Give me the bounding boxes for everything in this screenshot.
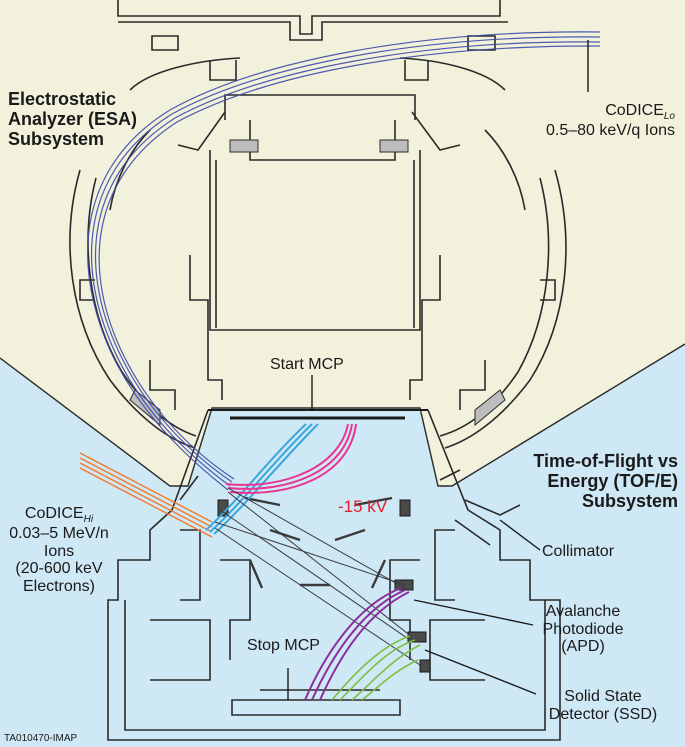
start-mcp-label: Start MCP [270, 356, 344, 373]
codice-lo-name: CoDICE [605, 102, 664, 119]
esa-region-background-upper [0, 0, 685, 486]
codice-hi-label: CoDICEHi 0.03–5 MeV/n Ions (20-600 keV E… [0, 505, 118, 596]
region-divider-line [0, 343, 685, 487]
codice-lo-subscript: Lo [663, 111, 675, 123]
ssd-label-line1: Solid State [564, 688, 642, 705]
tof-label-line1: Time-of-Flight vs [533, 451, 678, 471]
esa-subsystem-label: Electrostatic Analyzer (ESA) Subsystem [8, 89, 138, 149]
esa-ion-trajectories [87, 31, 601, 491]
esa-label-line3: Subsystem [8, 128, 105, 149]
stop-mcp-label: Stop MCP [247, 637, 320, 654]
tof-ion-paths [214, 487, 421, 666]
stop-electron-paths-green [331, 635, 421, 701]
esa-label-line1: Electrostatic [8, 89, 117, 109]
start-mcp-assembly [208, 375, 428, 420]
codice-hi-name: CoDICE [24, 505, 84, 522]
codice-lo-label: CoDICELo 0.5–80 keV/q Ions [515, 102, 675, 140]
codice-hi-subscript: Hi [83, 514, 94, 526]
codice-hi-electrons-line2: Electrons) [22, 577, 96, 595]
esa-label-line2: Analyzer (ESA) [8, 108, 138, 129]
codice-hi-ions: Ions [43, 542, 75, 560]
codice-hi-range: 0.03–5 MeV/n [9, 525, 109, 543]
collimator-label: Collimator [542, 543, 615, 560]
ssd-label-line2: Detector (SSD) [548, 705, 658, 723]
tof-subsystem-label: Time-of-Flight vs Energy (TOF/E) Subsyst… [500, 451, 678, 511]
voltage-label: -15 kV [338, 497, 388, 516]
apd-label-line2: Photodiode [542, 620, 624, 638]
apd-label-line3: (APD) [561, 638, 605, 656]
tof-housing [107, 409, 561, 741]
tof-electrode-dashes [244, 496, 393, 589]
apd-label-line1: Avalanche [545, 603, 621, 620]
apd-label: Avalanche Photodiode (APD) [528, 603, 638, 656]
stop-electron-paths-purple [304, 587, 410, 701]
start-electron-paths-magenta [225, 423, 357, 494]
leader-lines [287, 40, 589, 700]
codice-lo-range: 0.5–80 keV/q Ions [546, 122, 675, 140]
ssd-label: Solid State Detector (SSD) [528, 688, 678, 723]
codice-hi-electrons-line1: (20-600 keV [15, 560, 103, 578]
figure-id: TA010470-IMAP [4, 733, 78, 744]
hi-ion-trajectories [79, 452, 213, 538]
tof-label-line2: Energy (TOF/E) [547, 470, 678, 491]
tof-label-line3: Subsystem [581, 490, 678, 511]
